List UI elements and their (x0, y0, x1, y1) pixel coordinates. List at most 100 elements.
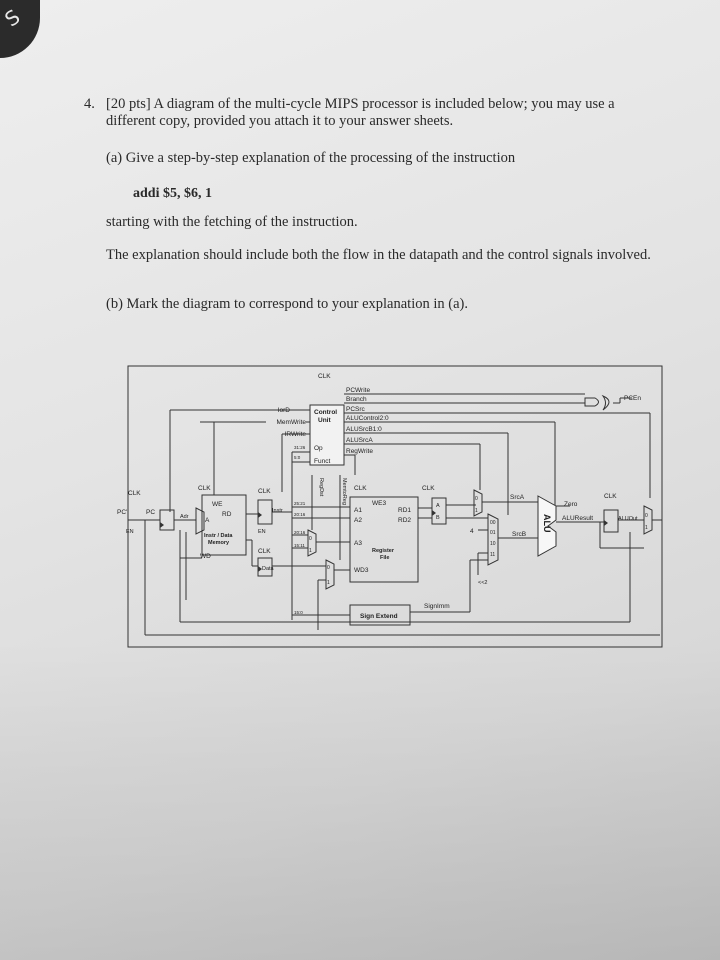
starting-text: starting with the fetching of the instru… (106, 214, 358, 230)
srca-mux (473, 489, 483, 517)
pcsrc-mux-0: 0 (645, 513, 648, 519)
pcsrc-label: PCSrc (346, 406, 366, 413)
aluresult-label: ALUResult (562, 515, 593, 522)
clk-mem-label: CLK (198, 485, 211, 492)
op-bits-label: 31:26 (294, 445, 306, 450)
bits-20-16-label: 20:16 (294, 512, 306, 517)
clk-data-label: CLK (258, 548, 271, 555)
sign-extend-box (349, 604, 411, 626)
bits-20-16b-label: 20:16 (294, 530, 306, 535)
part-a-text: (a) Give a step-by-step explanation of t… (106, 150, 516, 166)
alu-shape (537, 495, 557, 557)
pc-prime-label: PC' (117, 509, 127, 516)
srca-mux-1: 1 (475, 508, 478, 514)
branch-label: Branch (346, 396, 367, 403)
rd-mem-label: RD (222, 511, 232, 518)
clk-instr-label: CLK (258, 488, 271, 495)
instr-data-memory (201, 494, 247, 556)
regdst-mux-0: 0 (309, 536, 312, 542)
funct-bits-label: 5:0 (294, 455, 301, 460)
memory-line2-label: Memory (208, 540, 230, 546)
control-label: Control (314, 409, 337, 416)
op-label: Op (314, 445, 323, 452)
diagram-frame (127, 365, 663, 648)
clk-rf-label: CLK (354, 485, 367, 492)
question-number: 4. (84, 96, 95, 112)
regdst-mux-1: 1 (309, 548, 312, 554)
alusrca-label: ALUSrcA (346, 437, 373, 444)
srcb-mux (487, 513, 499, 566)
memtoreg-mux-0: 0 (327, 565, 330, 571)
srca-mux-0: 0 (475, 496, 478, 502)
clk-ab-label: CLK (422, 485, 435, 492)
regdst-mux (307, 529, 317, 557)
we3-label: WE3 (372, 500, 386, 507)
alucontrol-label: ALUControl2:0 (346, 415, 389, 422)
regdst-label: RegDst (318, 478, 324, 497)
irwrite-label: IRWrite (285, 431, 307, 438)
a3-label: A3 (354, 540, 362, 547)
register-label: Register (372, 548, 395, 554)
en-pc-label: EN (126, 529, 134, 535)
a-mem-label: A (205, 517, 210, 524)
regwrite-label: RegWrite (346, 448, 373, 455)
we-mem-label: WE (212, 501, 223, 508)
aluout-register (603, 509, 619, 533)
wd3-label: WD3 (354, 567, 369, 574)
srcb-in-10: 10 (490, 541, 496, 547)
rd1-label: RD1 (398, 507, 411, 514)
signimm-label: SignImm (424, 603, 450, 610)
bits-15-11-label: 15:11 (294, 543, 305, 548)
pcwrite-label: PCWrite (346, 387, 370, 394)
b-reg-label: B (436, 515, 440, 521)
clk-aluout-label: CLK (604, 493, 617, 500)
instruction-register (257, 499, 273, 525)
rd2-label: RD2 (398, 517, 411, 524)
pcen-label: PCEn (624, 395, 641, 402)
question-text: [20 pts] A diagram of the multi-cycle MI… (106, 96, 615, 129)
srcb-label: SrcB (512, 531, 526, 538)
pc-label: PC (146, 509, 155, 516)
srcb-in-11: 11 (490, 552, 495, 558)
iord-mux (195, 507, 205, 535)
a1-label: A1 (354, 507, 362, 514)
bits-25-21-label: 25:21 (294, 501, 306, 506)
instruction-text: addi $5, $6, 1 (133, 186, 212, 201)
srca-label: SrcA (510, 494, 525, 501)
srcb-in-01: 01 (490, 530, 496, 536)
pcsrc-mux-1: 1 (645, 525, 648, 531)
pc-register (159, 509, 175, 531)
explanation-text: The explanation should include both the … (106, 247, 651, 263)
zero-label: Zero (564, 501, 578, 508)
memtoreg-mux-1: 1 (327, 580, 330, 586)
control-clk-label: CLK (318, 373, 331, 380)
memwrite-label: MemWrite (277, 419, 307, 426)
a-reg-label: A (436, 503, 440, 509)
srcb-in-00: 00 (490, 520, 496, 526)
data-label: Data (262, 566, 275, 572)
en-instr-label: EN (258, 529, 266, 535)
alu-label: ALU (542, 514, 552, 533)
memtoreg-mux (325, 559, 335, 590)
file-label: File (380, 555, 389, 561)
wd-mem-label: WD (200, 553, 211, 560)
iord-label: IorD (278, 407, 291, 414)
adr-label: Adr (180, 514, 189, 520)
pcsrc-mux (643, 505, 653, 535)
sign-extend-label: Sign Extend (360, 613, 398, 620)
alusrcb-label: ALUSrcB1:0 (346, 426, 382, 433)
part-b-text: (b) Mark the diagram to correspond to yo… (106, 296, 468, 312)
control-unit-box (309, 404, 345, 466)
instr-label: Instr (272, 508, 283, 514)
a2-label: A2 (354, 517, 362, 524)
four-label: 4 (470, 528, 474, 535)
memtoreg-label: MemtoReg (341, 478, 347, 505)
unit-label: Unit (318, 417, 331, 424)
memory-line1-label: Instr / Data (204, 533, 233, 539)
aluout-label: ALUOut (618, 516, 638, 522)
register-file (349, 496, 419, 583)
funct-label: Funct (314, 458, 330, 465)
bits-15-0-label: 15:0 (294, 610, 303, 615)
shift-label: <<2 (478, 580, 487, 586)
